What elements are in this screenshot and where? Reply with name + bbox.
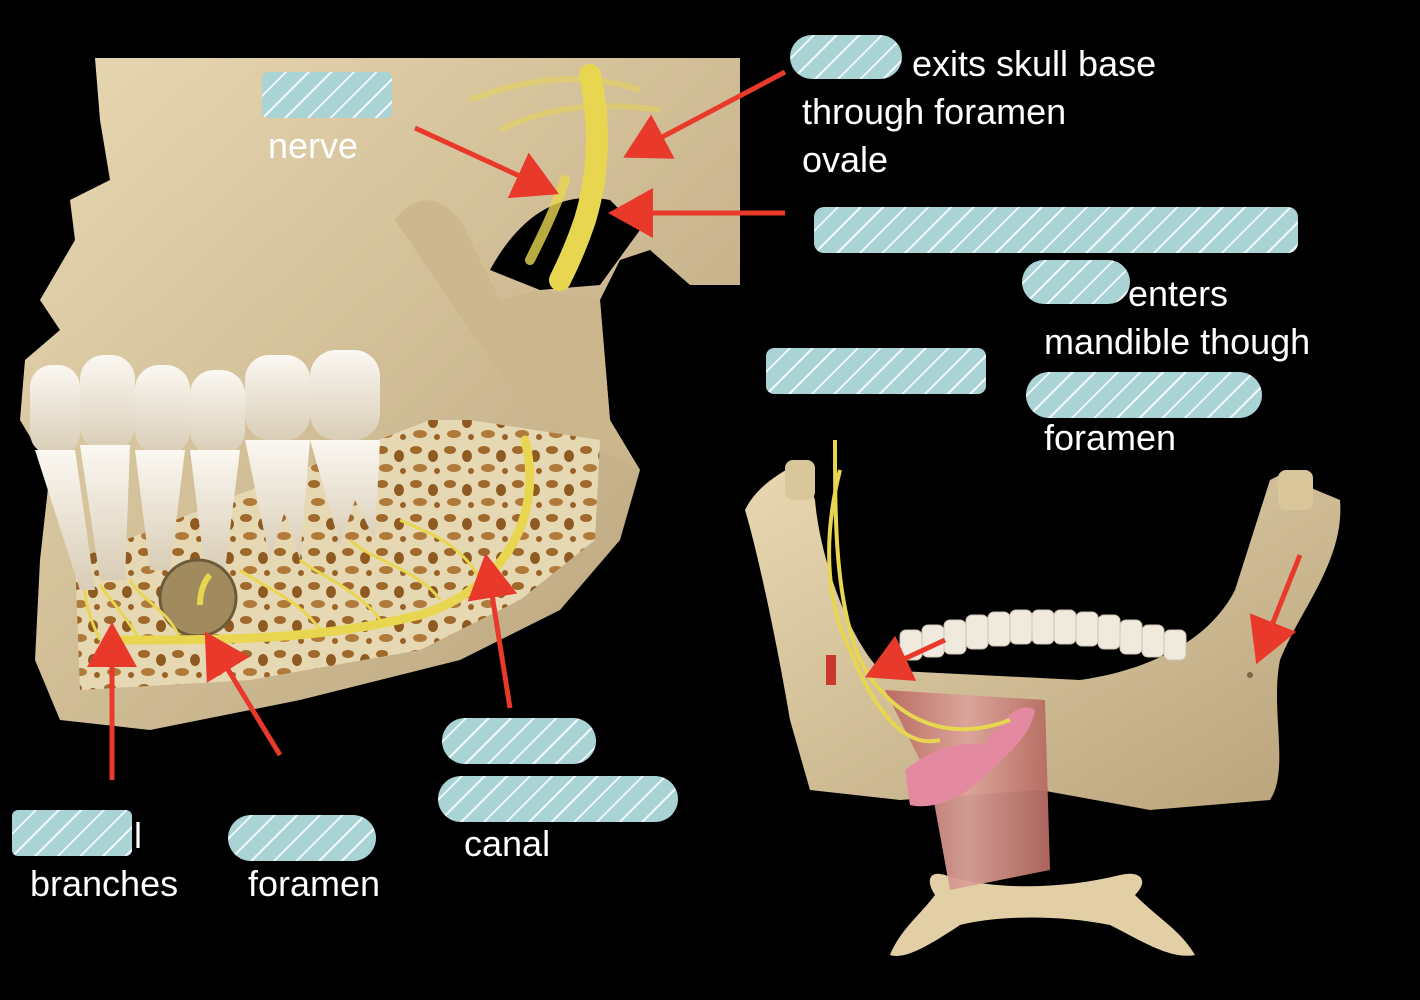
- submandibular-gland: [905, 707, 1035, 807]
- mandibular-foramen-dot: [1247, 672, 1253, 678]
- label-skull-base-line1: exits skull base: [912, 43, 1157, 84]
- label-mental-foramen: foramen: [248, 863, 381, 904]
- answer-mask-mental-foramen[interactable]: [228, 815, 376, 861]
- pointer-arrows: [87, 69, 1303, 780]
- lingual-nerve: [833, 439, 1011, 732]
- answer-mask-enters-subject[interactable]: [1022, 260, 1130, 304]
- nerve-branch-upper: [525, 175, 570, 265]
- nerve-trunk: [549, 64, 608, 291]
- upper-teeth: [30, 350, 380, 455]
- arrow-lingula: [864, 635, 947, 681]
- mandible-ramus: [395, 200, 640, 471]
- label-enters-foramen: foramen: [1044, 417, 1177, 458]
- answer-mask-enters-foramen[interactable]: [1026, 372, 1262, 418]
- arrow-nerve: [413, 125, 560, 199]
- arrow-skull-base: [623, 69, 787, 159]
- label-canal: canal: [464, 823, 551, 864]
- arrow-mental-foramen: [204, 631, 283, 757]
- label-branches: branches: [30, 863, 179, 904]
- nerve-fan: [468, 76, 661, 133]
- answer-mask-nerve-name[interactable]: [262, 72, 392, 118]
- answer-mask-canal-line1[interactable]: [442, 718, 596, 764]
- answer-mask-lingual-nerve[interactable]: [766, 348, 986, 394]
- left-condyle: [785, 460, 815, 500]
- answer-mask-canal-line2[interactable]: [438, 776, 678, 822]
- arrow-mandibular-foramen: [1249, 554, 1303, 665]
- label-branches-l: l: [134, 815, 142, 856]
- label-nerve: nerve: [268, 125, 359, 166]
- skull-lateral-view: [20, 58, 740, 730]
- lower-teeth: [35, 440, 380, 590]
- answer-mask-skull-base[interactable]: [790, 35, 902, 79]
- label-skull-base-line2: through foramen: [802, 91, 1067, 132]
- label-mandible-though: mandible though: [1044, 321, 1311, 362]
- posterior-teeth-row: [899, 609, 1187, 661]
- inferior-alveolar-nerve-posterior: [827, 469, 941, 744]
- label-enters: enters: [1128, 273, 1229, 314]
- arrow-canal: [467, 553, 518, 709]
- answer-mask-branches[interactable]: [12, 810, 132, 856]
- right-condyle: [1278, 470, 1313, 510]
- hyoid-bone: [890, 873, 1195, 956]
- mandible-posterior-view: [745, 439, 1341, 956]
- mental-nerve-stub: [197, 572, 213, 606]
- label-skull-base-line3: ovale: [802, 139, 889, 180]
- answer-mask-inferior-alveolar[interactable]: [814, 207, 1298, 253]
- nerve-entry-highlight: [826, 655, 836, 685]
